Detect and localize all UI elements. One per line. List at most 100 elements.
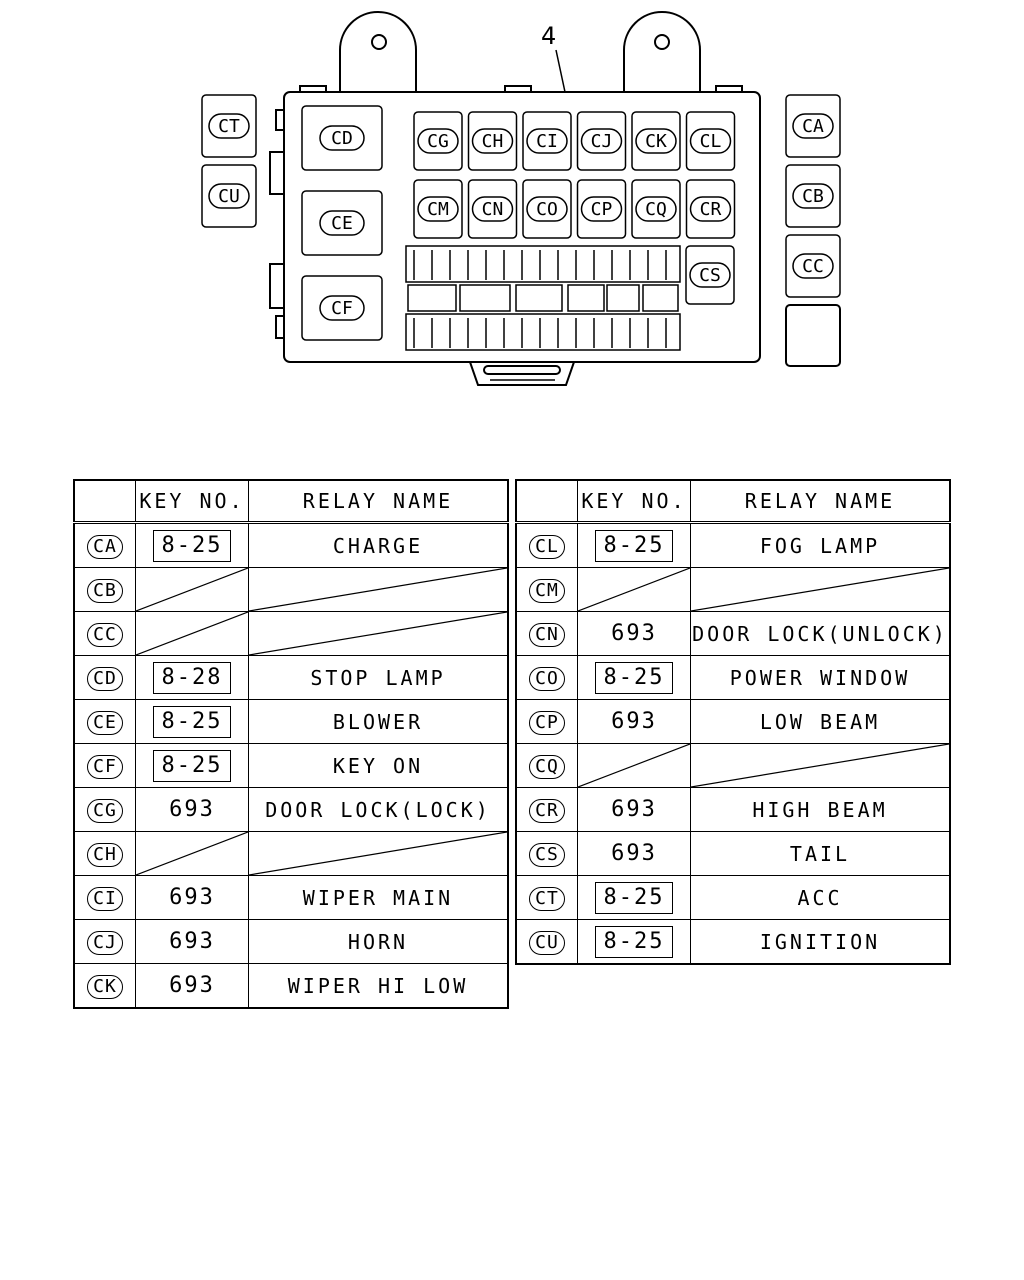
relay-code: CU [529, 930, 565, 955]
relay-code-label: CU [218, 186, 240, 207]
relay-code: CD [87, 666, 123, 691]
relay-cm: CM [413, 179, 463, 239]
relay-cl: CL [685, 111, 736, 171]
key-no-cell: 8-25 [135, 699, 249, 744]
relay-code-label: CC [802, 256, 824, 277]
key-no-cell [135, 611, 249, 656]
relay-box-housing [283, 91, 761, 363]
relay-code-label: CJ [591, 131, 613, 152]
relay-name-cell: HIGH BEAM [690, 787, 951, 832]
relay-code-label: CQ [645, 199, 667, 220]
relay-ci: CI [522, 111, 572, 171]
key-no: 8-25 [594, 925, 674, 958]
relay-code-label: CM [427, 199, 449, 220]
relay-name: IGNITION [759, 929, 881, 954]
relay-code-label: CH [482, 131, 504, 152]
relay-code-label: CL [700, 131, 722, 152]
key-no-cell [135, 567, 249, 612]
relay-code-cell: CI [73, 875, 136, 920]
key-no: 8-25 [152, 705, 232, 738]
header-code [73, 479, 136, 524]
key-no: 8-25 [594, 881, 674, 914]
relay-code-label: CT [218, 116, 240, 137]
table-row: CD 8-28 STOP LAMP [73, 655, 509, 700]
key-no-cell: 8-25 [135, 522, 249, 568]
relay-name: KEY ON [332, 753, 424, 778]
relay-name-cell [248, 831, 509, 876]
key-no: 8-25 [152, 749, 232, 782]
relay-ch: CH [467, 111, 518, 171]
key-no: 693 [169, 929, 215, 954]
relay-name: STOP LAMP [310, 665, 446, 690]
table-row: CB [73, 567, 509, 612]
fuse-block [405, 245, 681, 351]
relay-cd: CD [301, 105, 383, 171]
relay-code-cell: CA [73, 522, 136, 568]
relay-ca: CA [785, 94, 841, 158]
header-key-no: KEY NO. [135, 479, 249, 524]
table-header-row: KEY NO. RELAY NAME [515, 479, 951, 524]
relay-cf: CF [301, 275, 383, 341]
relay-cg: CG [413, 111, 463, 171]
relay-name-cell [690, 567, 951, 612]
relay-code-cell: CJ [73, 919, 136, 964]
relay-ck: CK [631, 111, 681, 171]
relay-code: CI [87, 886, 123, 911]
key-no-cell: 693 [577, 831, 691, 876]
table-row: CQ [515, 743, 951, 788]
relay-code-cell: CU [515, 919, 578, 965]
key-no-cell: 8-25 [577, 919, 691, 965]
key-no-cell: 8-28 [135, 655, 249, 700]
relay-name: DOOR LOCK(LOCK) [265, 797, 491, 822]
relay-code: CJ [87, 930, 123, 955]
key-no: 8-25 [594, 661, 674, 694]
table-header-row: KEY NO. RELAY NAME [73, 479, 509, 524]
relay-code-label: CF [331, 298, 353, 319]
relay-cs: CS [685, 245, 735, 305]
table-row: CH [73, 831, 509, 876]
relay-ct: CT [201, 94, 257, 158]
relay-name: TAIL [789, 841, 851, 866]
header-key-no: KEY NO. [577, 479, 691, 524]
header-relay-name: RELAY NAME [248, 479, 509, 524]
relay-name-cell [248, 611, 509, 656]
relay-code: CM [529, 578, 565, 603]
relay-name-cell: BLOWER [248, 699, 509, 744]
relay-name-cell [248, 567, 509, 612]
relay-code-cell: CD [73, 655, 136, 700]
relay-name: HIGH BEAM [752, 797, 888, 822]
relay-code-cell: CF [73, 743, 136, 788]
relay-code-label: CB [802, 186, 824, 207]
relay-name-cell: LOW BEAM [690, 699, 951, 744]
relay-code-cell: CR [515, 787, 578, 832]
table-row: CM [515, 567, 951, 612]
key-no: 693 [169, 797, 215, 822]
relay-code-label: CE [331, 213, 353, 234]
relay-name-cell: IGNITION [690, 919, 951, 965]
table-row: CC [73, 611, 509, 656]
relay-code: CF [87, 754, 123, 779]
relay-code: CE [87, 710, 123, 735]
key-no-cell [577, 567, 691, 612]
key-no-cell: 8-25 [577, 522, 691, 568]
relay-code-label: CO [536, 199, 558, 220]
relay-code-label: CK [645, 131, 667, 152]
relay-cb: CB [785, 164, 841, 228]
relay-code-cell: CS [515, 831, 578, 876]
relay-name-cell: WIPER MAIN [248, 875, 509, 920]
relay-name-cell: POWER WINDOW [690, 655, 951, 700]
relay-cq: CQ [631, 179, 681, 239]
relay-code: CT [529, 886, 565, 911]
relay-code: CK [87, 974, 123, 999]
relay-code-cell: CO [515, 655, 578, 700]
key-no: 693 [611, 621, 657, 646]
relay-cu: CU [201, 164, 257, 228]
diagonal-slash [136, 612, 248, 655]
